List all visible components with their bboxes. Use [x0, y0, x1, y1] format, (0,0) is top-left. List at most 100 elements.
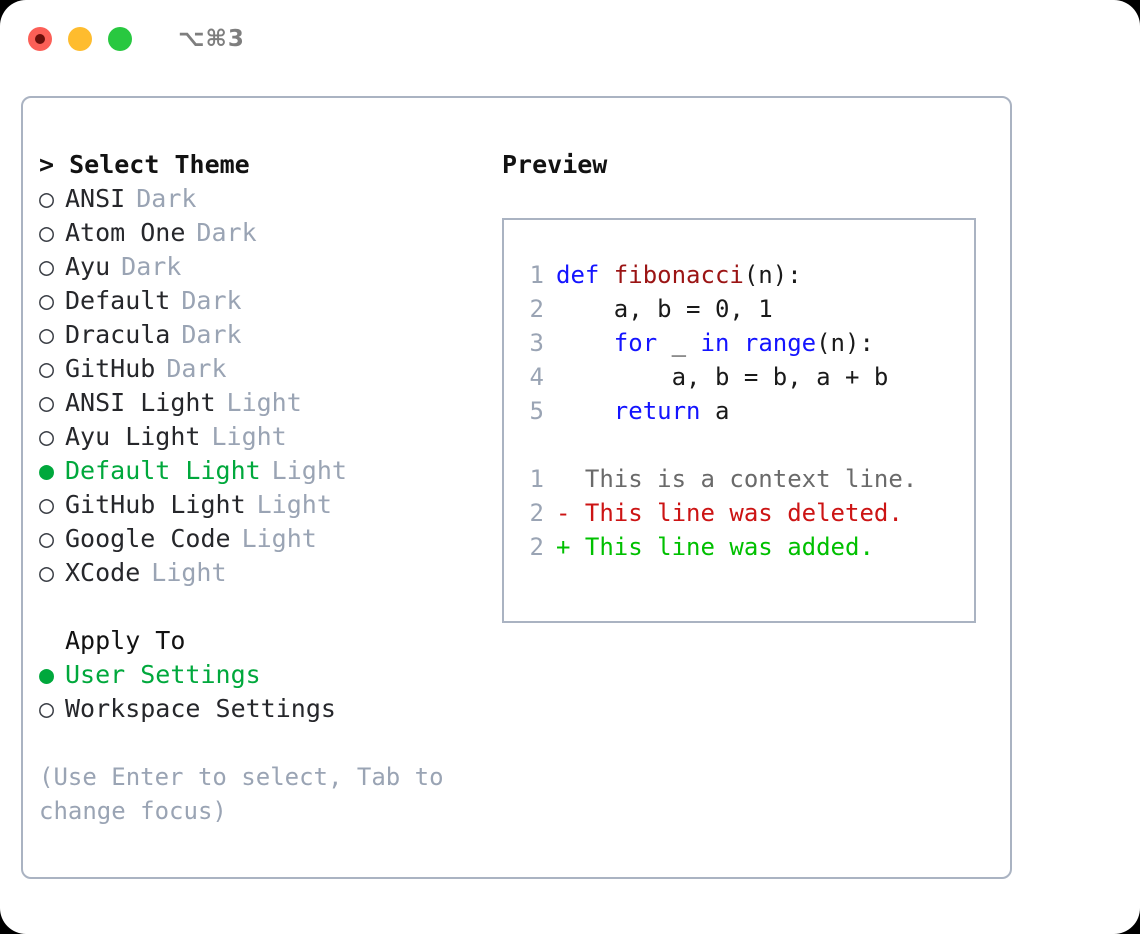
list-spacer: [39, 590, 499, 624]
radio-unselected-icon: ○: [39, 388, 55, 417]
radio-selected-icon: ●: [39, 456, 55, 485]
code-token-keyword: in range: [700, 329, 817, 357]
apply-to-option-label: User Settings: [65, 660, 261, 689]
code-line: 1 def fibonacci(n):: [518, 258, 968, 292]
code-line-text: a, b = 0, 1: [556, 292, 773, 326]
theme-option-github[interactable]: ○ GitHub Dark: [39, 352, 499, 386]
diff-line-sign: -: [556, 499, 571, 527]
close-button-icon[interactable]: [28, 27, 52, 51]
apply-to-option-user-settings[interactable]: ● User Settings: [39, 658, 499, 692]
keyboard-hint-text: (Use Enter to select, Tab to change focu…: [39, 763, 459, 825]
diff-line-text: This is a context line.: [570, 465, 918, 493]
radio-unselected-icon: ○: [39, 694, 55, 723]
diff-line-number: 1: [529, 465, 544, 493]
code-line-text: a, b = b, a + b: [556, 360, 889, 394]
theme-option-tag: Dark: [121, 252, 182, 281]
code-token-plain: a: [700, 397, 730, 425]
apply-to-list: ● User Settings ○ Workspace Settings: [39, 658, 499, 726]
radio-unselected-icon: ○: [39, 558, 55, 587]
theme-option-label: XCode: [65, 558, 141, 587]
diff-block: 1 This is a context line. 2- This line wa…: [518, 462, 968, 564]
theme-option-default[interactable]: ○ Default Dark: [39, 284, 499, 318]
code-token-keyword: def: [556, 261, 614, 289]
theme-option-tag: Light: [241, 524, 317, 553]
select-theme-heading: > Select Theme: [39, 150, 250, 179]
diff-line-sign: +: [556, 533, 571, 561]
radio-unselected-icon: ○: [39, 286, 55, 315]
theme-option-tag: Dark: [181, 320, 242, 349]
radio-unselected-icon: ○: [39, 524, 55, 553]
diff-line-sign: [556, 462, 570, 496]
code-line-number: 1: [529, 261, 544, 289]
theme-option-tag: Dark: [136, 184, 197, 213]
code-line-number: 2: [529, 295, 544, 323]
theme-option-tag: Light: [211, 422, 287, 451]
theme-option-label: ANSI Light: [65, 388, 216, 417]
code-line: 2 a, b = 0, 1: [518, 292, 968, 326]
theme-option-label: Atom One: [65, 218, 186, 247]
theme-option-google-code[interactable]: ○ Google Code Light: [39, 522, 499, 556]
radio-unselected-icon: ○: [39, 218, 55, 247]
code-line: 4 a, b = b, a + b: [518, 360, 968, 394]
title-bar: ⌥⌘3: [0, 0, 1140, 78]
code-token-plain: [556, 397, 614, 425]
diff-line-number: 2: [529, 499, 544, 527]
code-line: 3 for _ in range(n):: [518, 326, 968, 360]
code-token-plain: [556, 329, 614, 357]
theme-option-ansi[interactable]: ○ ANSI Dark: [39, 182, 499, 216]
radio-unselected-icon: ○: [39, 252, 55, 281]
theme-option-ansi-light[interactable]: ○ ANSI Light Light: [39, 386, 499, 420]
theme-option-label: Default Light: [65, 456, 261, 485]
code-token-function: fibonacci: [613, 261, 744, 289]
theme-option-tag: Dark: [196, 218, 257, 247]
apply-to-heading: Apply To: [65, 626, 186, 655]
theme-option-tag: Light: [226, 388, 302, 417]
preview-title: Preview: [502, 150, 608, 179]
code-token-plain: (n):: [816, 329, 874, 357]
theme-option-atom-one[interactable]: ○ Atom One Dark: [39, 216, 499, 250]
diff-line-context: 1 This is a context line.: [518, 462, 968, 496]
theme-option-tag: Dark: [181, 286, 242, 315]
code-token-keyword: return: [613, 397, 701, 425]
minimize-button-icon[interactable]: [68, 27, 92, 51]
code-line-number: 3: [529, 329, 544, 357]
theme-option-label: ANSI: [65, 184, 126, 213]
diff-line-text: This line was deleted.: [570, 499, 903, 527]
code-token-plain: (n):: [743, 261, 802, 289]
radio-unselected-icon: ○: [39, 354, 55, 383]
code-token-plain: a, b = b, a + b: [556, 363, 889, 391]
radio-unselected-icon: ○: [39, 320, 55, 349]
code-line: 5 return a: [518, 394, 968, 428]
window-title-shortcut: ⌥⌘3: [178, 26, 245, 52]
diff-line-added: 2+ This line was added.: [518, 530, 968, 564]
code-token-plain: _: [657, 329, 701, 357]
radio-unselected-icon: ○: [39, 184, 55, 213]
theme-option-label: GitHub: [65, 354, 156, 383]
apply-to-option-label: Workspace Settings: [65, 694, 336, 723]
theme-option-tag: Dark: [166, 354, 227, 383]
radio-unselected-icon: ○: [39, 490, 55, 519]
maximize-button-icon[interactable]: [108, 27, 132, 51]
theme-option-label: Default: [65, 286, 171, 315]
radio-unselected-icon: ○: [39, 422, 55, 451]
theme-option-label: Google Code: [65, 524, 231, 553]
radio-selected-icon: ●: [39, 660, 55, 689]
code-line-number: 4: [529, 363, 544, 391]
theme-option-tag: Light: [256, 490, 332, 519]
apply-to-option-workspace-settings[interactable]: ○ Workspace Settings: [39, 692, 499, 726]
code-token-plain: a, b = 0, 1: [556, 295, 773, 323]
